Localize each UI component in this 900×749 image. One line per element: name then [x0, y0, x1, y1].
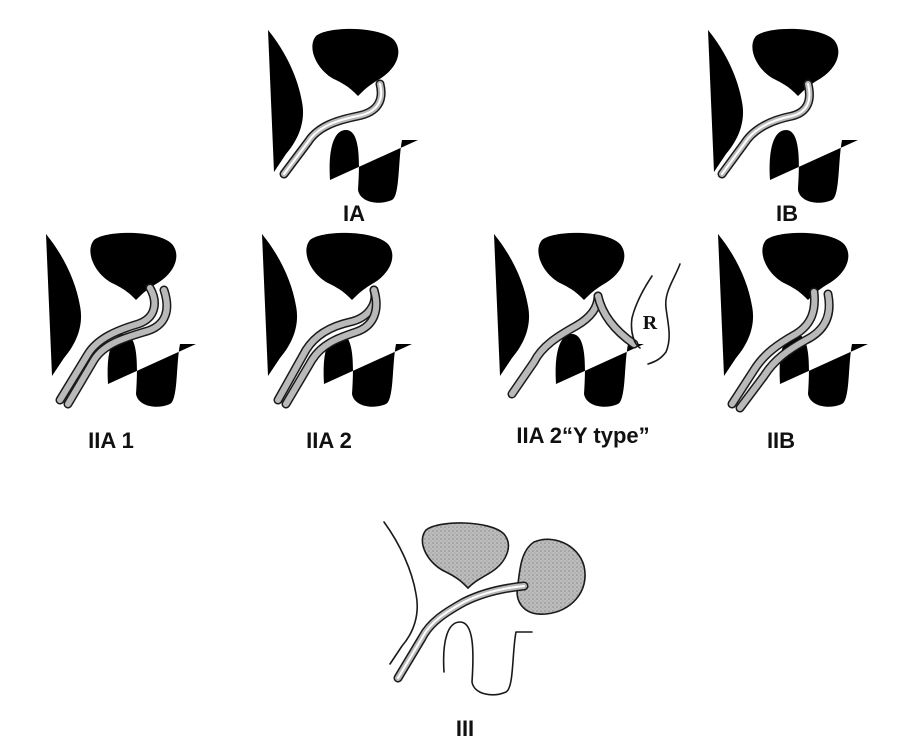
label-iii: III [455, 716, 475, 741]
label-r-annotation: R [642, 312, 658, 334]
panel-iib [718, 232, 868, 413]
panel-ia [268, 28, 418, 203]
panel-iia2-y-type [494, 232, 681, 407]
label-iia2: IIA 2 [306, 428, 352, 453]
panel-iia1 [46, 232, 196, 409]
panel-iii [383, 521, 586, 696]
panel-ib [708, 28, 858, 203]
label-iib: IIB [766, 428, 796, 453]
panel-iia2 [262, 232, 412, 409]
label-ia: IA [343, 201, 365, 226]
label-iia2-y-type: IIA 2“Y type” [516, 423, 650, 448]
label-ib: IB [776, 201, 798, 226]
label-iia1: IIA 1 [88, 428, 134, 453]
